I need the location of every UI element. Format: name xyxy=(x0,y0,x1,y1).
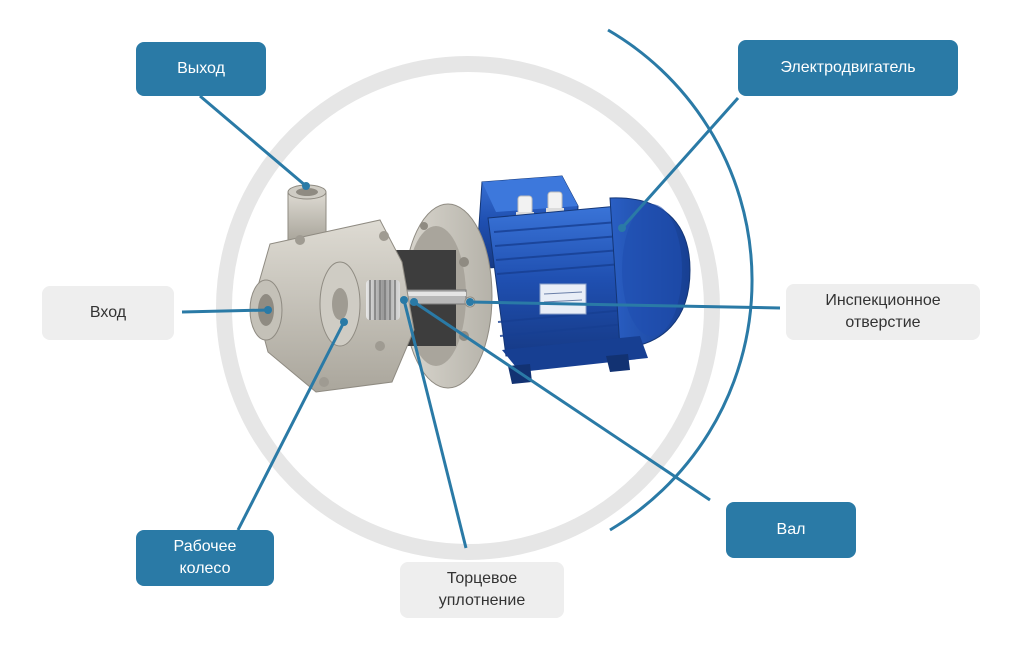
leader-line-shaft xyxy=(413,300,711,502)
label-impeller: Рабочее колесо xyxy=(136,530,274,586)
label-electric-motor: Электродвигатель xyxy=(738,40,958,96)
label-mechanical-seal-text: Торцевое уплотнение xyxy=(438,570,526,609)
electric-motor xyxy=(477,175,691,384)
leader-line-inspection xyxy=(469,300,781,310)
label-inspection-hole-text: Инспекционное отверстие xyxy=(825,292,941,331)
leader-lines xyxy=(181,94,781,549)
label-inspection-hole: Инспекционное отверстие xyxy=(786,284,980,340)
label-inlet-text: Вход xyxy=(89,304,127,321)
label-inlet: Вход xyxy=(42,286,174,340)
label-outlet: Выход xyxy=(136,42,266,96)
label-impeller-text: Рабочее колесо xyxy=(173,538,237,577)
leader-line-inlet xyxy=(181,308,269,314)
label-shaft-text: Вал xyxy=(776,521,806,538)
leader-line-seal xyxy=(402,299,468,549)
name-plate xyxy=(539,283,587,315)
pump-housing xyxy=(249,184,415,393)
motor-arc xyxy=(607,28,754,532)
label-shaft: Вал xyxy=(726,502,856,558)
label-electric-motor-text: Электродвигатель xyxy=(780,59,916,76)
leader-line-motor xyxy=(620,97,740,229)
label-mechanical-seal: Торцевое уплотнение xyxy=(400,562,564,618)
leader-line-outlet xyxy=(199,94,307,188)
label-outlet-text: Выход xyxy=(177,60,225,77)
mechanical-seal-spring xyxy=(366,280,400,320)
leader-line-impeller xyxy=(236,321,346,531)
